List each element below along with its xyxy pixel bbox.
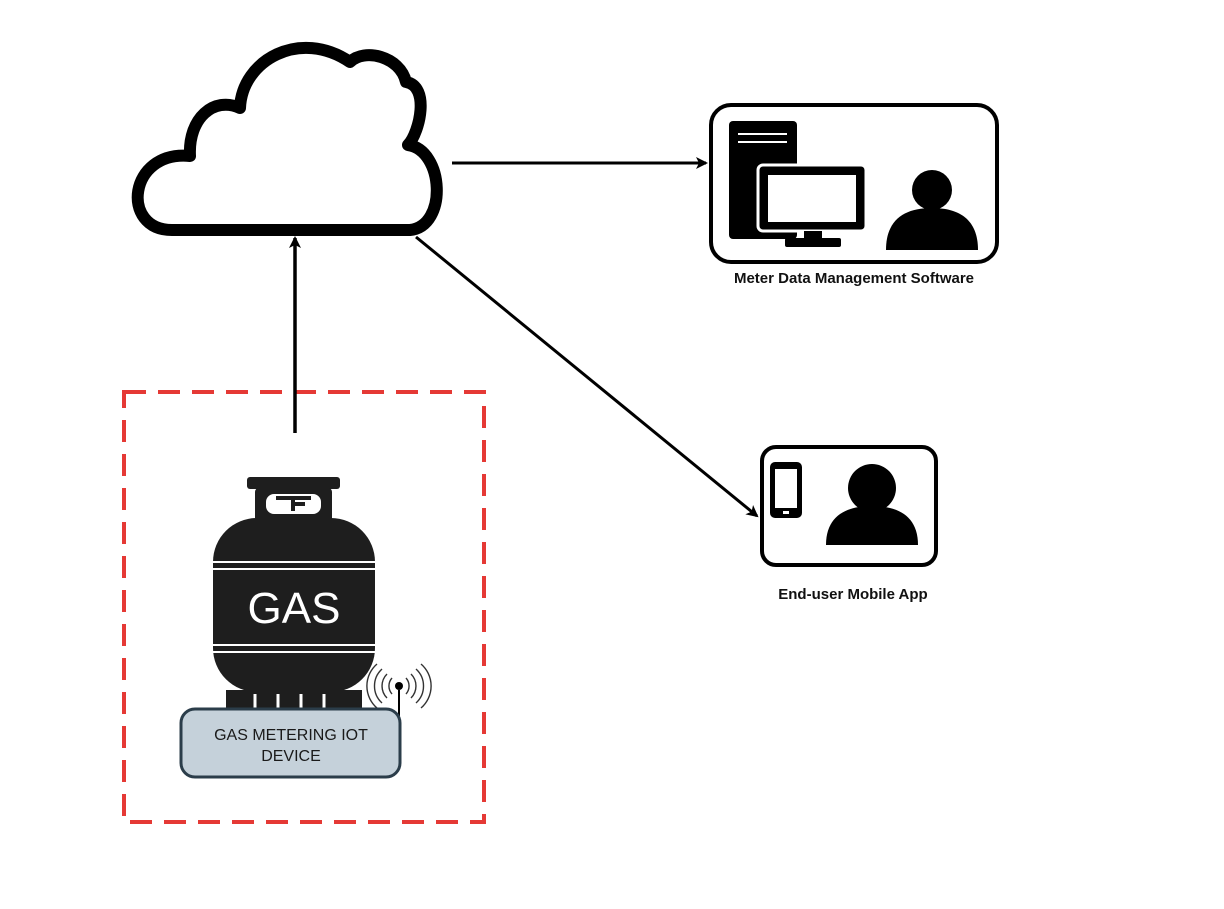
iot-device-box [179, 707, 402, 779]
user-icon [826, 464, 918, 545]
gas-cylinder-icon: GAS [213, 477, 375, 708]
iot-device-node: GAS METERING IOT DEVICE [179, 707, 402, 779]
iot-device-label-line2: DEVICE [261, 748, 321, 765]
device-boundary [122, 390, 486, 824]
edge-cloud-to-mobile [415, 235, 759, 518]
mobile-label: End-user Mobile App [778, 586, 927, 603]
cloud-icon [131, 41, 443, 236]
wireless-signal-icon [366, 663, 432, 716]
user-icon [886, 170, 978, 250]
smartphone-icon [770, 462, 802, 518]
iot-device-label-line1: GAS METERING IOT [214, 727, 368, 744]
mobile-node: End-user Mobile App [760, 445, 938, 603]
mdm-label: Meter Data Management Software [734, 270, 974, 287]
mdm-node: Meter Data Management Software [709, 103, 999, 287]
monitor-icon [756, 163, 868, 247]
cylinder-label: GAS [248, 584, 341, 633]
